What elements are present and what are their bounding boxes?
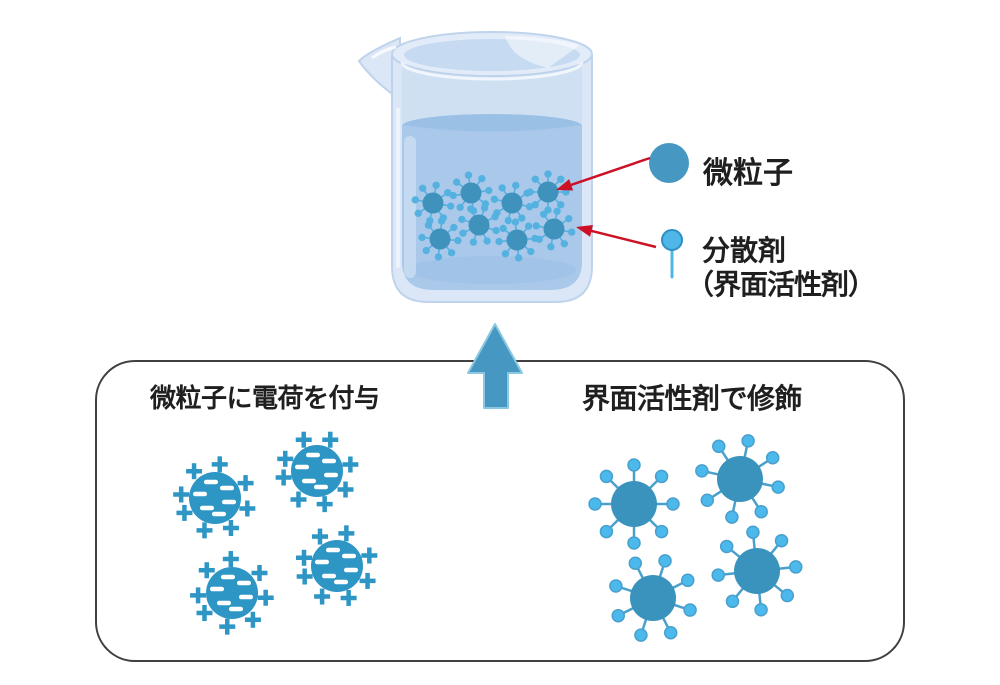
pointer-arrow xyxy=(576,225,657,249)
pointer-arrows-group xyxy=(556,156,657,249)
panel-title-charge: 微粒子に電荷を付与 xyxy=(150,384,380,414)
beaker-rim xyxy=(391,31,593,77)
dispersed-particle xyxy=(495,218,539,262)
dispersed-particle xyxy=(411,181,455,225)
beaker-spout xyxy=(357,36,401,100)
legend-dispersant-label-line2: （界面活性剤） xyxy=(686,268,876,301)
liquid-bottom-shade xyxy=(408,256,576,284)
rim-front-highlight xyxy=(400,61,584,81)
pointer-arrow xyxy=(556,156,651,191)
legend-dispersant-pin-icon xyxy=(661,229,683,279)
spout-highlight xyxy=(371,45,397,60)
dispersed-particle xyxy=(458,204,500,246)
legend-dispersant-label-line1: 分散剤 xyxy=(702,234,787,267)
glass-side-highlight xyxy=(396,108,400,268)
liquid-body xyxy=(402,125,582,290)
dispersed-particle xyxy=(490,181,534,225)
liquid-highlight-strip xyxy=(404,136,416,278)
dispersed-particle xyxy=(532,207,576,251)
panel-title-surfactant: 界面活性剤で修飾 xyxy=(582,382,803,415)
beaker-body xyxy=(391,55,593,303)
dispersed-particles-group xyxy=(411,170,576,262)
dispersed-particle xyxy=(526,170,570,214)
liquid-surface xyxy=(402,114,582,138)
beaker-inner-wall xyxy=(402,62,582,128)
dispersed-particle xyxy=(418,217,462,261)
beaker xyxy=(357,31,593,303)
rim-reflection xyxy=(505,36,580,68)
legend-particle-circle-icon xyxy=(649,143,689,183)
beaker-rim-inner xyxy=(404,39,580,71)
dispersed-particle xyxy=(449,171,493,215)
legend-particle-label: 微粒子 xyxy=(703,156,793,191)
